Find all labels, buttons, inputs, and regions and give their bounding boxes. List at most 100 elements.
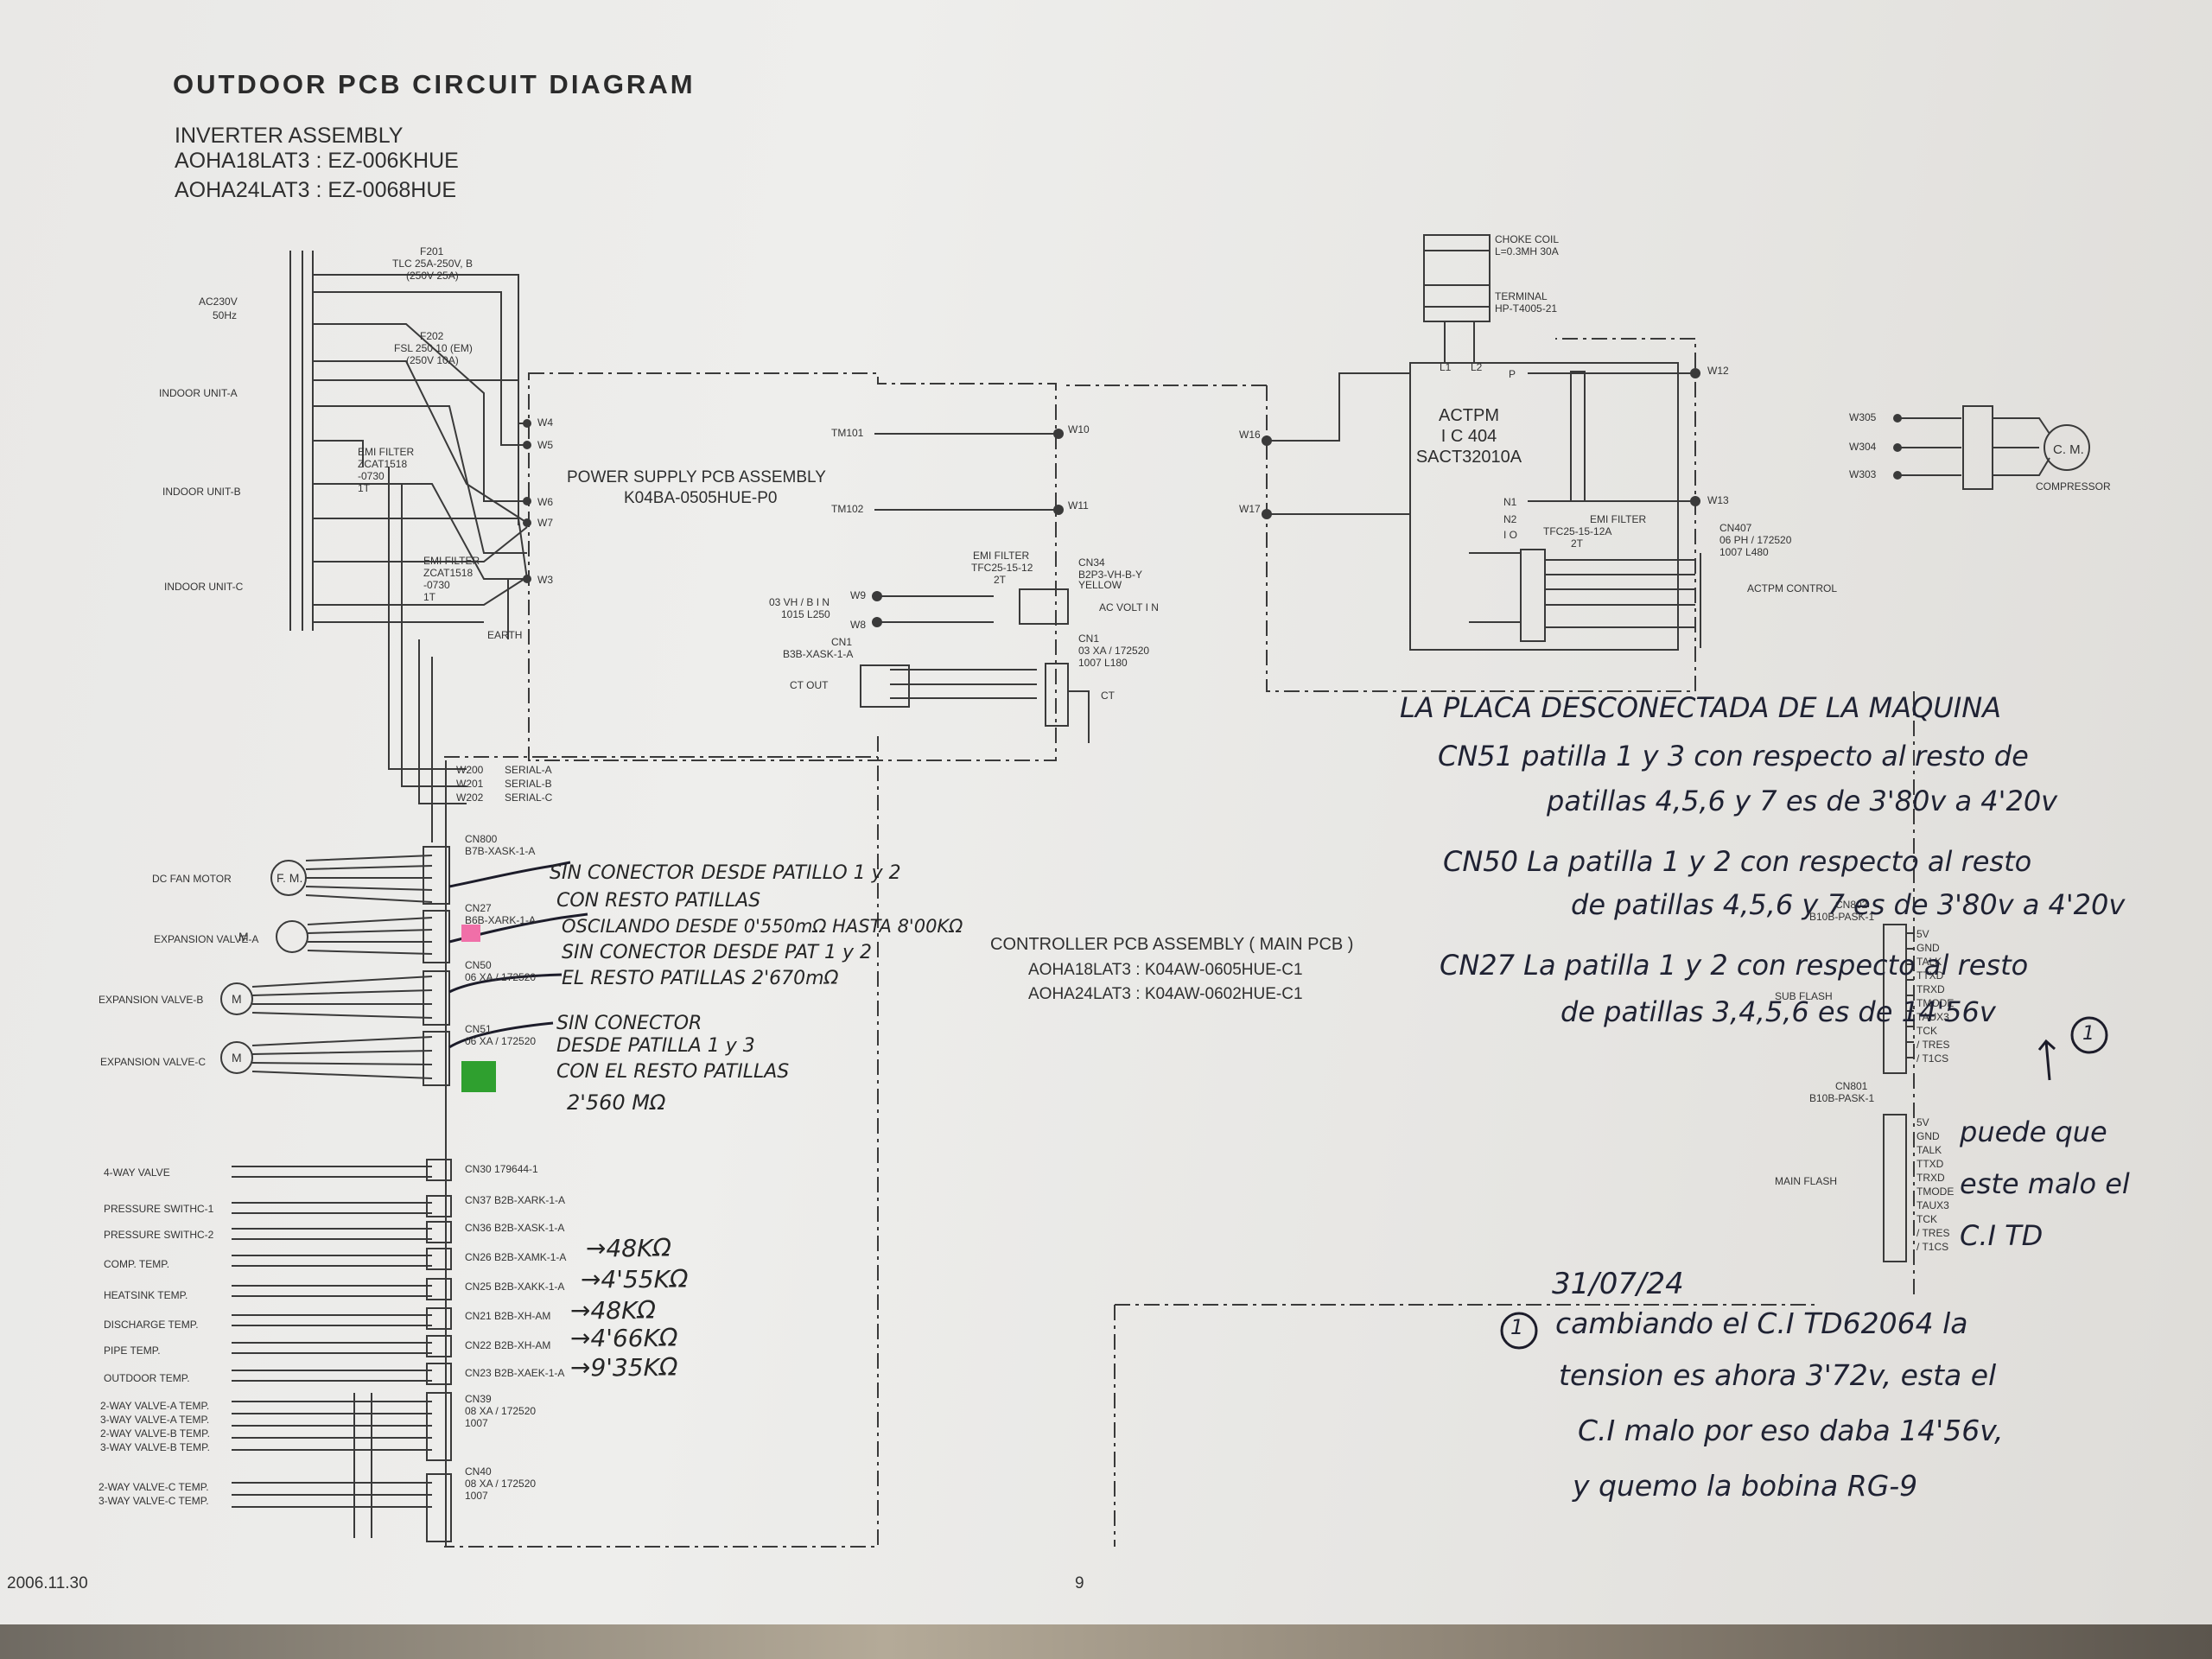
vh-1: 03 VH / B I N <box>769 596 830 608</box>
cn407-3: 1007 L480 <box>1719 546 1769 558</box>
sensor-comp: COMP. TEMP. <box>104 1258 170 1270</box>
load-fan-cn: CN800 <box>465 833 498 845</box>
sub-pin-3: TALK <box>1916 956 1942 968</box>
motor-fm: F. M. <box>276 871 303 885</box>
sensor-comp-cn: CN26 B2B-XAMK-1-A <box>465 1251 567 1263</box>
main-pin-7: TAUX3 <box>1916 1199 1949 1211</box>
cn1b-1: CN1 <box>831 636 853 648</box>
sub-pin-9: / TRES <box>1916 1039 1950 1051</box>
fuse1-label-3: (250V 25A) <box>406 270 459 282</box>
term-w17: W17 <box>1239 503 1261 515</box>
note-fix-2: tension es ahora 3'72v, esta el <box>1559 1358 1997 1392</box>
psu-emi-1: EMI FILTER <box>973 550 1030 562</box>
note-cn50-1: SIN CONECTOR DESDE PAT 1 y 2 <box>562 942 873 963</box>
note-cn27-a: CN27 La patilla 1 y 2 con respecto al re… <box>1440 949 2029 982</box>
note-cn27-3: OSCILANDO DESDE 0'550mΩ HASTA 8'00KΩ <box>562 916 963 937</box>
term-w6: W6 <box>537 496 553 508</box>
term-tm101: TM101 <box>831 427 864 439</box>
pink-highlight <box>461 925 480 942</box>
page-number: 9 <box>1075 1574 1084 1592</box>
earth-label: EARTH <box>487 629 523 641</box>
note-cn51-3: CON EL RESTO PATILLAS <box>556 1061 790 1083</box>
actpm-emi-2: TFC25-15-12A <box>1543 525 1612 537</box>
sub-pin-7: TAUX3 <box>1916 1011 1949 1023</box>
controller-title: CONTROLLER PCB ASSEMBLY ( MAIN PCB ) <box>990 935 1354 954</box>
serial-a: SERIAL-A <box>505 764 552 776</box>
value-outdoor-temp: →9'35KΩ <box>570 1353 678 1382</box>
serial-b: SERIAL-B <box>505 778 552 790</box>
main-pin-1: 5V <box>1916 1116 1929 1128</box>
fuse2-label-2: FSL 250 10 (EM) <box>394 342 473 354</box>
sensor-ps2: PRESSURE SWITHC-2 <box>104 1229 214 1241</box>
term-n1: N1 <box>1503 496 1517 508</box>
load-evc-label: EXPANSION VALVE-C <box>100 1056 207 1068</box>
twoway-4: 3-WAY VALVE-B TEMP. <box>100 1441 210 1453</box>
sub-pin-10: / T1CS <box>1916 1052 1949 1065</box>
emi2-label-3: -0730 <box>423 579 450 591</box>
main-flash: MAIN FLASH <box>1775 1175 1838 1187</box>
twoway-6: 3-WAY VALVE-C TEMP. <box>99 1495 209 1507</box>
main-pin-9: / TRES <box>1916 1227 1950 1239</box>
term-w11: W11 <box>1068 499 1089 512</box>
load-evb-cn: CN50 <box>465 959 492 971</box>
load-evc-cn: CN51 <box>465 1023 492 1035</box>
sub-pin-1: 5V <box>1916 928 1929 940</box>
cn1b-2: B3B-XASK-1-A <box>783 648 854 660</box>
twoway-3: 2-WAY VALVE-B TEMP. <box>100 1427 210 1440</box>
main-pin-4: TTXD <box>1916 1158 1944 1170</box>
cn802-1: CN802 <box>1835 899 1868 911</box>
term-w12: W12 <box>1707 365 1729 377</box>
psu-part: K04BA-0505HUE-P0 <box>624 489 778 507</box>
compressor-motor: C. M. <box>2053 442 2084 457</box>
sensor-4way-cn: CN30 179644-1 <box>465 1163 538 1175</box>
term-w8: W8 <box>850 619 866 631</box>
sensor-ps1: PRESSURE SWITHC-1 <box>104 1203 214 1215</box>
term-io: I O <box>1503 529 1518 541</box>
actpm-emi-3: 2T <box>1571 537 1584 550</box>
fuse2-label-1: F202 <box>420 330 444 342</box>
psu-title: POWER SUPPLY PCB ASSEMBLY <box>567 468 826 486</box>
sensor-discharge-cn: CN21 B2B-XH-AM <box>465 1310 551 1322</box>
main-pin-6: TMODE <box>1916 1185 1955 1198</box>
value-pipe-temp: →4'66KΩ <box>570 1324 678 1352</box>
terminal-2: HP-T4005-21 <box>1495 302 1558 315</box>
serial-w201: W201 <box>456 778 484 790</box>
fuse1-label-1: F201 <box>420 245 444 257</box>
model-line-1: AOHA18LAT3 : EZ-006KHUE <box>175 149 459 173</box>
cn1-3: 1007 L180 <box>1078 657 1128 669</box>
sensor-ps1-cn: CN37 B2B-XARK-1-A <box>465 1194 566 1206</box>
load-fan-part: B7B-XASK-1-A <box>465 845 536 857</box>
note-cn51-1: SIN CONECTOR <box>556 1013 702 1034</box>
term-w9: W9 <box>850 589 866 601</box>
vh-2: 1015 L250 <box>781 608 830 620</box>
psu-emi-2: TFC25-15-12 <box>971 562 1033 574</box>
indoor-c-label: INDOOR UNIT-C <box>164 581 244 593</box>
term-w10: W10 <box>1068 423 1090 435</box>
note-ci-td: puede que este malo el C.I TD <box>1960 1116 2130 1252</box>
cn34-3: YELLOW <box>1078 579 1122 591</box>
main-pin-3: TALK <box>1916 1144 1942 1156</box>
actpm-title: ACTPM <box>1439 406 1499 425</box>
sensor-outdoor: OUTDOOR TEMP. <box>104 1372 190 1384</box>
note-cn27-b: de patillas 3,4,5,6 es de 14'56v <box>1560 995 1996 1028</box>
indoor-a-label: INDOOR UNIT-A <box>159 387 238 399</box>
sensor-ps2-cn: CN36 B2B-XASK-1-A <box>465 1222 565 1234</box>
actpm-ic: I C 404 <box>1440 427 1497 446</box>
term-w304: W304 <box>1849 441 1877 453</box>
note-cn50-b: de patillas 4,5,6 y 7 es de 3'80v a 4'20… <box>1571 888 2126 921</box>
serial-w200: W200 <box>456 764 484 776</box>
note-cn51-b: patillas 4,5,6 y 7 es de 3'80v a 4'20v <box>1547 785 2058 817</box>
note-right-title: LA PLACA DESCONECTADA DE LA MAQUINA <box>1400 691 2002 724</box>
ct-out: CT OUT <box>790 679 829 691</box>
twoway-5: 2-WAY VALVE-C TEMP. <box>99 1481 209 1493</box>
value-comp-temp: →48KΩ <box>586 1234 671 1262</box>
sub-flash: SUB FLASH <box>1775 990 1833 1002</box>
note-fix-4: y quemo la bobina RG-9 <box>1573 1469 1918 1503</box>
note-cn27-2: CON RESTO PATILLAS <box>556 890 761 912</box>
cn34-2: B2P3-VH-B-Y <box>1078 569 1143 581</box>
note-fix-3: C.I malo por eso daba 14'56v, <box>1578 1414 2004 1447</box>
subtitle: INVERTER ASSEMBLY <box>175 124 404 148</box>
term-l2: L2 <box>1471 361 1483 373</box>
value-discharge-temp: →48KΩ <box>570 1296 656 1325</box>
sub-pin-6: TMODE <box>1916 997 1955 1009</box>
